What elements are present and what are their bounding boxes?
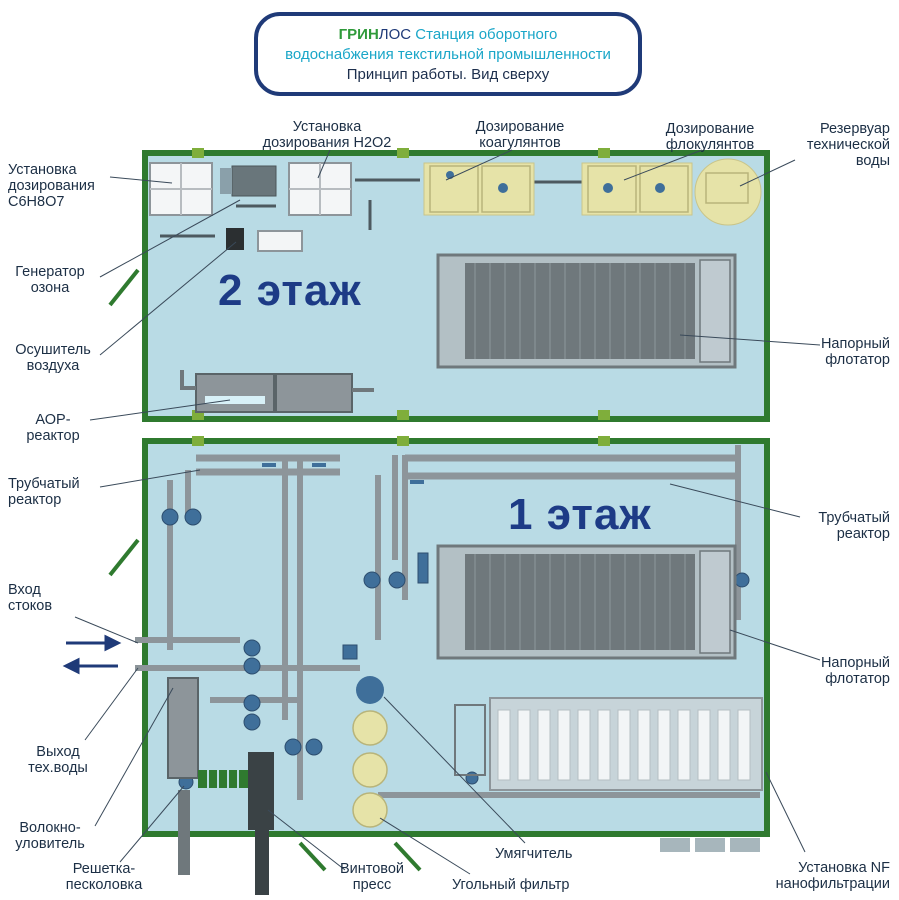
label-h2o2-line1: Установка (292, 119, 362, 135)
label-fiber-line1: Волокно- (19, 820, 81, 836)
label-coagulant-dosing: Дозирование коагулянтов (460, 119, 580, 151)
screw-press (248, 752, 274, 895)
label-floc-line1: Дозирование (665, 121, 755, 137)
label-citric-line3: C6H8O7 (8, 194, 65, 210)
brand-green: ГРИН (338, 26, 379, 43)
label-nf-line1: Установка NF (798, 860, 890, 876)
label-screw-press: Винтовой пресс (332, 861, 412, 893)
label-citric-line2: дозирования (8, 178, 95, 194)
label-tube-left-line1: Трубчатый (8, 476, 80, 492)
label-nf-line2: нанофильтрации (775, 876, 890, 892)
label-dryer-line1: Осушитель (15, 342, 91, 358)
label-flot1-line1: Напорный (820, 655, 890, 671)
label-outlet-line2: тех.воды (28, 760, 88, 776)
label-inlet: Вход стоков (8, 582, 52, 614)
label-tubular-reactor-left: Трубчатый реактор (8, 476, 80, 508)
label-tube-left-line2: реактор (8, 492, 62, 508)
label-fiber-catcher: Волокно- уловитель (8, 820, 92, 852)
label-inlet-line1: Вход (8, 582, 41, 598)
flocculant-dosing-unit (581, 162, 693, 216)
label-tech-water-tank: Резервуар технической воды (780, 121, 890, 169)
label-aop-line1: АОР- (35, 412, 71, 428)
label-tube-right-line2: реактор (836, 526, 890, 542)
label-grate-line2: песколовка (65, 877, 143, 893)
label-carbon-filter: Угольный фильтр (452, 877, 570, 893)
title-line3: Принцип работы. Вид сверху (346, 66, 550, 83)
citric-dosing-unit (149, 162, 213, 216)
label-coag-line2: коагулянтов (479, 135, 561, 151)
label-inlet-line2: стоков (8, 598, 53, 614)
label-air-dryer: Осушитель воздуха (8, 342, 98, 374)
label-aop-reactor: АОР- реактор (16, 412, 90, 444)
label-ozone-line2: озона (30, 280, 70, 296)
label-floc-line2: флокулянтов (665, 137, 755, 153)
nf-unit (454, 697, 763, 791)
label-dryer-line2: воздуха (26, 358, 80, 374)
floor-1-label: 1 этаж (508, 490, 652, 539)
ozone-generator (231, 165, 277, 197)
label-aop-line2: реактор (26, 428, 80, 444)
label-tank-line1: Резервуар (820, 121, 890, 137)
outer-bars (108, 268, 422, 872)
label-h2o2-dosing: Установка дозирования H2O2 (252, 119, 402, 151)
label-softener: Умягчитель (495, 846, 573, 862)
label-citric-line1: Установка (8, 162, 77, 178)
label-grate-line1: Решетка- (72, 861, 136, 877)
aop-reactor (180, 370, 374, 413)
label-tank-line2: технической (806, 137, 890, 153)
softener (356, 676, 384, 704)
inlet-outlet-arrows (62, 634, 122, 675)
label-ozone-generator: Генератор озона (8, 264, 92, 296)
air-dryer (226, 228, 244, 250)
tubular-reactor (196, 454, 735, 480)
conveyor (198, 770, 250, 788)
tech-water-tank (694, 158, 762, 226)
label-screw-line2: пресс (352, 877, 392, 893)
leader-lines (74, 149, 821, 875)
coagulant-dosing-unit (423, 162, 535, 216)
label-tank-line3: воды (855, 153, 890, 169)
brand-blue: ЛОС (378, 26, 412, 43)
label-h2o2-line2: дозирования H2O2 (262, 135, 392, 151)
title-line1: Станция оборотного (411, 26, 558, 43)
label-ozone-line1: Генератор (15, 264, 85, 280)
carbon-filters (352, 710, 388, 828)
label-flot2-line1: Напорный (820, 336, 890, 352)
floor-2-posts (192, 148, 610, 420)
grate-sand-trap (167, 677, 199, 875)
title-box: ГРИНЛОС Станция оборотного водоснабжения… (254, 12, 642, 96)
label-flot2-line2: флотатор (825, 352, 890, 368)
label-pressure-flotator-1: Напорный флотатор (790, 655, 890, 687)
label-tubular-reactor-right: Трубчатый реактор (790, 510, 890, 542)
label-pressure-flotator-2: Напорный флотатор (790, 336, 890, 368)
pressure-flotator-floor-2 (436, 253, 737, 369)
floor-2-label: 2 этаж (218, 266, 362, 315)
label-outlet: Выход тех.воды (20, 744, 96, 776)
label-fiber-line2: уловитель (15, 836, 85, 852)
label-citric-dosing: Установка дозирования C6H8O7 (8, 162, 95, 210)
label-tube-right-line1: Трубчатый (818, 510, 890, 526)
label-outlet-line1: Выход (36, 744, 80, 760)
floor-1-posts (192, 436, 610, 446)
label-coag-line1: Дозирование (475, 119, 565, 135)
label-screw-line1: Винтовой (339, 861, 405, 877)
label-nf-unit: Установка NF нанофильтрации (750, 860, 890, 892)
label-grate-sand-trap: Решетка- песколовка (54, 861, 154, 893)
pressure-flotator-floor-1 (436, 544, 737, 660)
label-flot1-line2: флотатор (825, 671, 890, 687)
floor-2-pipework (160, 178, 590, 238)
title-line2: водоснабжения текстильной промышленности (285, 46, 611, 63)
h2o2-dosing-unit (288, 162, 352, 216)
label-flocculant-dosing: Дозирование флокулянтов (650, 121, 770, 153)
